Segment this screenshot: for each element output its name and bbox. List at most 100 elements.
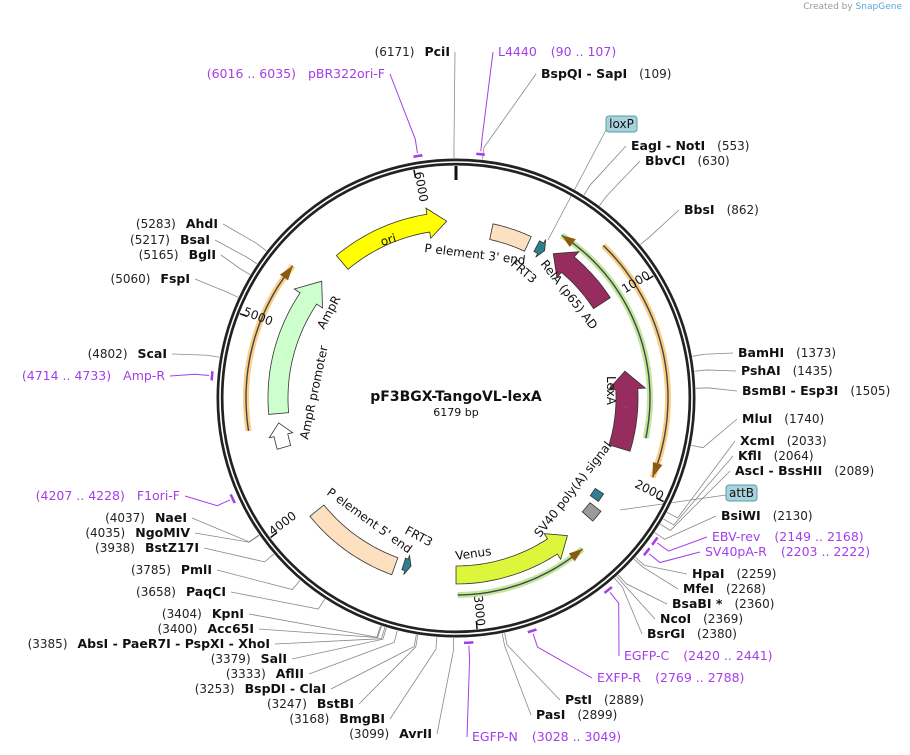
site-location: (4035) bbox=[85, 526, 125, 540]
site-label[interactable]: BbvCI(630) bbox=[645, 153, 730, 168]
primer-label[interactable]: L4440(90 .. 107) bbox=[498, 44, 616, 59]
venus-feature[interactable] bbox=[455, 533, 568, 585]
site-label[interactable]: MfeI(2268) bbox=[683, 581, 766, 596]
site-location: (5060) bbox=[111, 272, 151, 286]
frt3-bottom-feature[interactable] bbox=[401, 554, 412, 575]
site-name: BbsI bbox=[684, 202, 715, 217]
site-label[interactable]: (4035)NgoMIV bbox=[85, 525, 190, 540]
primer-mark[interactable] bbox=[642, 547, 651, 557]
lexa-feature[interactable] bbox=[607, 370, 647, 452]
site-label[interactable]: (3404)KpnI bbox=[162, 606, 244, 621]
primer-mark[interactable] bbox=[210, 370, 214, 381]
primer-mark[interactable] bbox=[603, 586, 613, 595]
tick-label-3000: 3000 bbox=[471, 595, 488, 627]
site-label[interactable]: PshAI(1435) bbox=[741, 363, 833, 378]
sv40-teal-feature[interactable] bbox=[589, 487, 605, 503]
site-leader-line bbox=[482, 73, 537, 160]
tick-2000 bbox=[656, 497, 664, 503]
site-label[interactable]: (3385)AbsI - PaeR7I - PspXI - XhoI bbox=[28, 636, 270, 651]
site-label[interactable]: BsrGI(2380) bbox=[647, 626, 737, 641]
site-label[interactable]: (3099)AvrII bbox=[349, 726, 432, 741]
site-label[interactable]: (3247)BstBI bbox=[267, 696, 354, 711]
site-name: XcmI bbox=[740, 433, 775, 448]
site-label[interactable]: (3785)PmlI bbox=[131, 562, 212, 577]
sv40-polya-feature[interactable] bbox=[581, 502, 602, 522]
site-label[interactable]: (6171)PciI bbox=[375, 44, 450, 59]
site-leader-line bbox=[453, 51, 456, 159]
site-location: (1435) bbox=[793, 364, 833, 378]
primer-label[interactable]: (4714 .. 4733)Amp-R bbox=[22, 368, 165, 383]
primer-name: Amp-R bbox=[123, 368, 165, 383]
site-label[interactable]: BspQI - SapI(109) bbox=[541, 66, 671, 81]
site-label[interactable]: (3379)SalI bbox=[211, 651, 287, 666]
tick-6000 bbox=[413, 169, 417, 178]
site-label[interactable]: BsiWI(2130) bbox=[721, 508, 813, 523]
site-label[interactable]: KflI(2064) bbox=[738, 448, 814, 463]
site-label[interactable]: PstI(2889) bbox=[565, 692, 644, 707]
site-label[interactable]: (4802)ScaI bbox=[88, 346, 167, 361]
site-label[interactable]: HpaI(2259) bbox=[692, 566, 776, 581]
site-name: AscI - BssHII bbox=[735, 463, 822, 478]
primer-mark[interactable] bbox=[527, 628, 538, 634]
primer-label[interactable]: EXFP-R(2769 .. 2788) bbox=[597, 670, 744, 685]
green-arc-bottom-arrowhead bbox=[568, 548, 583, 562]
site-label[interactable]: (3333)AflII bbox=[226, 666, 304, 681]
frt3-top-feature[interactable] bbox=[533, 239, 547, 258]
site-label[interactable]: (5217)BsaI bbox=[130, 232, 210, 247]
primer-label[interactable]: EGFP-C(2420 .. 2441) bbox=[624, 648, 773, 663]
site-label[interactable]: MluI(1740) bbox=[742, 411, 824, 426]
orange-arc-right-arrowhead bbox=[652, 461, 663, 478]
primer-label[interactable]: SV40pA-R(2203 .. 2222) bbox=[705, 544, 870, 559]
primer-label[interactable]: EGFP-N(3028 .. 3049) bbox=[472, 729, 621, 744]
site-label[interactable]: (3400)Acc65I bbox=[158, 621, 254, 636]
site-name: EagI - NotI bbox=[631, 138, 705, 153]
site-location: (2369) bbox=[703, 612, 743, 626]
feature-label-sv40: SV40 poly(A) signal bbox=[531, 439, 614, 540]
primer-leader-line bbox=[648, 551, 701, 564]
site-label[interactable]: BsaBI *(2360) bbox=[672, 596, 774, 611]
orange-arc-left-arrowhead bbox=[279, 265, 293, 281]
site-label[interactable]: NcoI(2369) bbox=[660, 611, 743, 626]
primer-mark[interactable] bbox=[651, 536, 659, 546]
primer-label[interactable]: (6016 .. 6035)pBR322ori-F bbox=[207, 66, 385, 81]
primer-mark[interactable] bbox=[475, 152, 486, 156]
site-label[interactable]: BamHI(1373) bbox=[738, 345, 836, 360]
site-name: BsiWI bbox=[721, 508, 761, 523]
site-label[interactable]: (3168)BmgBI bbox=[289, 711, 385, 726]
site-label[interactable]: (3253)BspDI - ClaI bbox=[195, 681, 326, 696]
ampr-promoter-feature[interactable] bbox=[268, 422, 294, 450]
site-location: (5165) bbox=[139, 248, 179, 262]
site-label[interactable]: BsmBI - Esp3I(1505) bbox=[742, 383, 890, 398]
site-label[interactable]: AscI - BssHII(2089) bbox=[735, 463, 874, 478]
site-location: (2268) bbox=[726, 582, 766, 596]
site-location: (6171) bbox=[375, 45, 415, 59]
credit-brand: SnapGene bbox=[855, 2, 902, 12]
site-label[interactable]: XcmI(2033) bbox=[740, 433, 827, 448]
site-label[interactable]: (5165)BglI bbox=[139, 247, 216, 262]
primer-label[interactable]: EBV-rev(2149 .. 2168) bbox=[712, 529, 864, 544]
p-element-5-feature[interactable] bbox=[309, 504, 399, 576]
p-element-3-feature[interactable] bbox=[489, 223, 532, 252]
primer-mark[interactable] bbox=[229, 493, 236, 504]
credit-prefix: Created by bbox=[803, 2, 853, 12]
site-label[interactable]: BbsI(862) bbox=[684, 202, 759, 217]
primer-mark[interactable] bbox=[413, 154, 423, 158]
site-label[interactable]: (3658)PaqCI bbox=[136, 584, 226, 599]
site-label[interactable]: (5060)FspI bbox=[111, 271, 190, 286]
rela-feature[interactable] bbox=[552, 251, 611, 310]
attb-label: attB bbox=[725, 484, 758, 502]
site-label[interactable]: (5283)AhdI bbox=[136, 216, 218, 231]
site-label[interactable]: PasI(2899) bbox=[536, 707, 617, 722]
site-label[interactable]: (4037)NaeI bbox=[105, 510, 187, 525]
feature-label-ampr-promoter: AmpR promoter bbox=[297, 344, 331, 440]
primer-mark[interactable] bbox=[464, 641, 474, 645]
ori-feature[interactable] bbox=[335, 207, 448, 270]
site-leader-line bbox=[635, 557, 688, 575]
primer-label[interactable]: (4207 .. 4228)F1ori-F bbox=[36, 488, 180, 503]
site-label[interactable]: (3938)BstZ17I bbox=[95, 540, 199, 555]
tick-label-6000: 6000 bbox=[412, 171, 431, 204]
primer-location: (2203 .. 2222) bbox=[781, 544, 870, 559]
site-label[interactable]: EagI - NotI(553) bbox=[631, 138, 749, 153]
ampr-feature[interactable] bbox=[267, 280, 323, 415]
orange-arc-right-core bbox=[602, 245, 669, 478]
